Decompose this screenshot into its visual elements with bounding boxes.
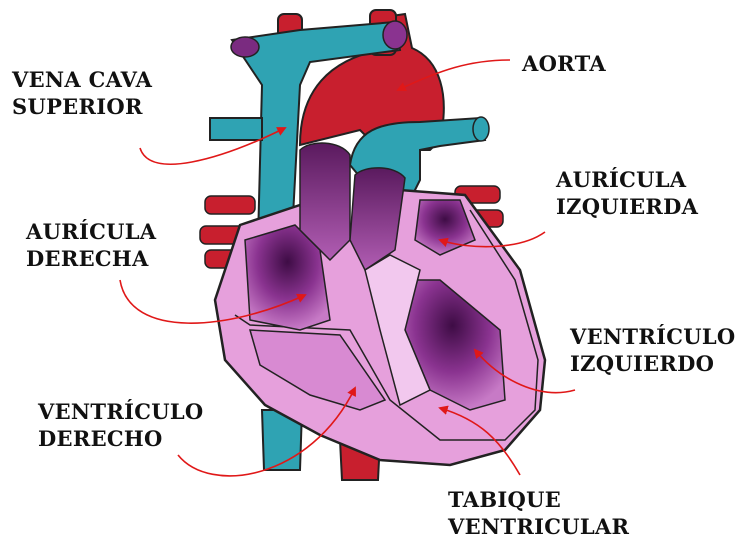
label-vena-cava-superior: VENA CAVA SUPERIOR [12, 66, 152, 120]
label-line: VENTRÍCULO [570, 323, 735, 350]
label-line: SUPERIOR [12, 93, 152, 120]
label-ventriculo-derecho: VENTRÍCULO DERECHO [38, 398, 203, 452]
label-line: IZQUIERDO [570, 350, 735, 377]
label-line: VENA CAVA [12, 66, 152, 93]
label-line: TABIQUE [448, 486, 629, 513]
label-line: AURÍCULA [556, 166, 698, 193]
label-line: AORTA [522, 50, 606, 77]
vena-cava-opening [231, 37, 259, 57]
label-auricula-izquierda: AURÍCULA IZQUIERDA [556, 166, 698, 220]
label-line: DERECHO [38, 425, 203, 452]
aorta-opening [383, 21, 407, 49]
label-ventriculo-izquierdo: VENTRÍCULO IZQUIERDO [570, 323, 735, 377]
label-aorta: AORTA [522, 50, 606, 77]
pulmonary-artery-opening [473, 117, 489, 141]
label-line: VENTRICULAR [448, 513, 629, 540]
label-line: VENTRÍCULO [38, 398, 203, 425]
label-tabique-ventricular: TABIQUE VENTRICULAR [448, 486, 629, 540]
label-auricula-derecha: AURÍCULA DERECHA [26, 218, 156, 272]
label-line: IZQUIERDA [556, 193, 698, 220]
brachiocephalic-vein [210, 118, 262, 140]
label-line: AURÍCULA [26, 218, 156, 245]
label-line: DERECHA [26, 245, 156, 272]
